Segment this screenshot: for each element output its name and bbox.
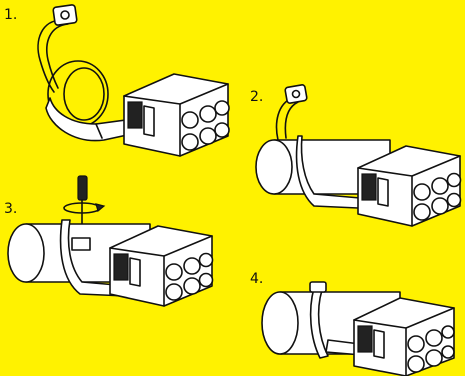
- step-4-number: 4.: [250, 271, 264, 287]
- step-3-illustration: [0, 170, 240, 320]
- screwdriver-tightening-mount-icon: [7, 175, 214, 307]
- step-4-illustration: [250, 270, 465, 376]
- step-3-number: 3.: [4, 201, 18, 217]
- light-secured-on-handlebar-icon: [261, 281, 455, 376]
- step-2-illustration: [240, 80, 465, 240]
- bike-light-with-mount-strap-icon: [37, 4, 230, 157]
- step-2-number: 2.: [250, 89, 264, 105]
- step-1-number: 1.: [4, 7, 18, 23]
- light-mounted-on-handlebar-icon: [255, 84, 462, 227]
- step-1-illustration: [0, 0, 240, 170]
